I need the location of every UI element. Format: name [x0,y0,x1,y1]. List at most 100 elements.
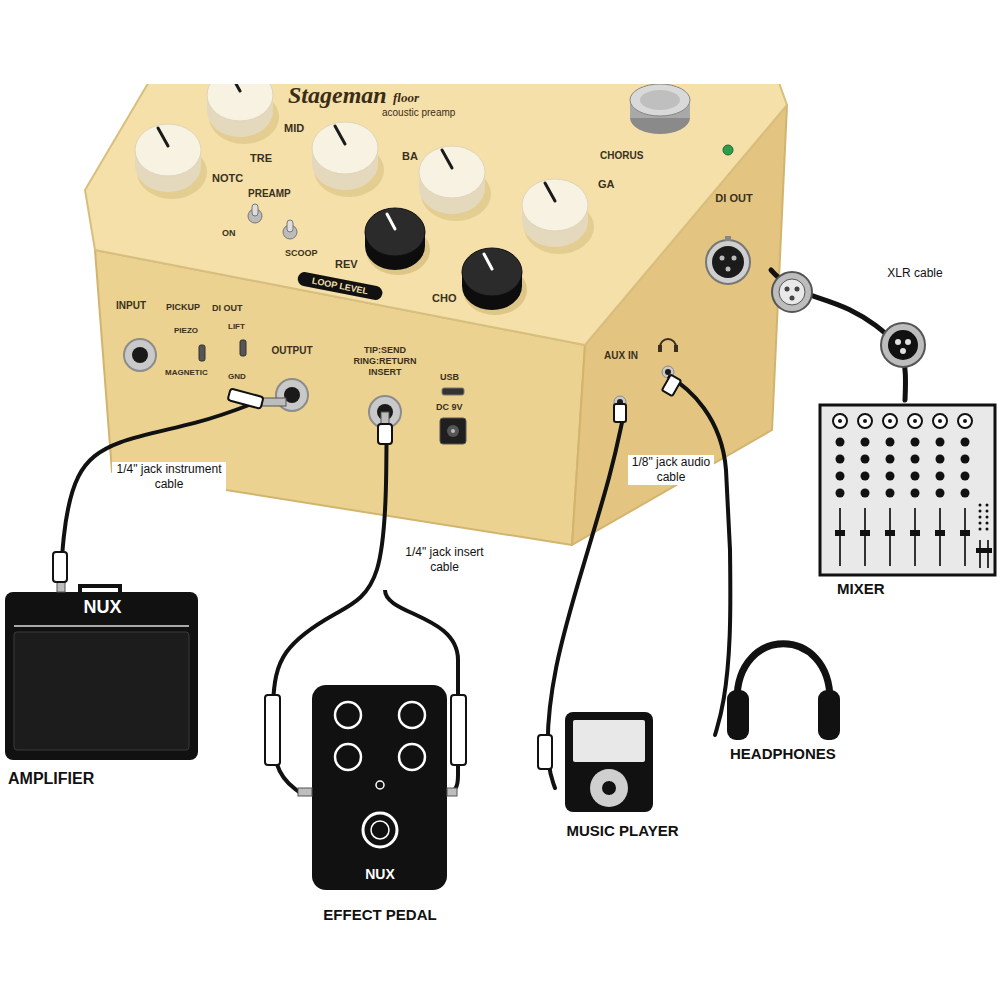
xlr-socket [725,236,731,241]
panel-label: DI OUT [212,303,243,313]
amplifier-drawing [80,586,120,592]
panel-label: MAGNETIC [165,368,208,377]
mixer-drawing [979,540,981,568]
aux-in-jack: AUX IN [596,350,649,420]
effect-pedal-drawing [335,744,361,770]
headphone-icon [674,345,678,352]
node-text: AMPLIFIER [8,770,94,788]
jack-plug [447,695,466,796]
panel-label: REV [335,258,358,271]
toggle-switch [283,220,297,239]
xlr-plug [772,272,812,312]
node-text: OUTPUT [262,345,322,357]
usb-port [442,388,464,395]
xlr-plug [905,339,911,345]
cable [272,445,386,793]
headphones-drawing [737,644,830,700]
preamp-pedal [85,84,787,345]
effect-pedal-drawing [371,821,389,839]
knob [135,124,207,199]
xlr-plug [772,272,812,312]
jack-plug [228,388,264,408]
knob [419,146,491,221]
mixer-drawing [979,510,982,513]
footswitch [630,84,690,116]
jack-plug [378,424,392,444]
headphone-icon [658,339,678,352]
cable [61,400,262,590]
cable-label: 1/4" jack insert cable [395,545,494,575]
jack-plug [53,552,67,582]
xlr-plug [779,279,805,305]
cable-label: 1/4" jack instrument cable [112,462,226,492]
mixer-drawing [858,414,872,566]
mixer-drawing [976,548,984,553]
xlr-socket [720,256,725,261]
music-player-drawing [590,769,628,807]
jack-plug [451,695,466,765]
headphones-drawing [818,690,840,740]
effect-pedal-drawing [312,685,447,890]
node-text: TIP:SEND RING:RETURN INSERT [345,345,425,377]
node-text: HEADPHONES [730,745,836,762]
input-jack [124,339,156,371]
knob-label-plate: LOOP LEVEL [296,271,383,301]
power-jack [447,425,459,437]
panel-label: TRE [250,152,272,165]
xlr-socket [726,267,731,272]
knob [419,146,485,198]
panel-label: DC 9V [436,402,463,412]
mixer-drawing [979,522,982,525]
knob [522,179,594,254]
amplifier-drawing [14,632,189,750]
xlr-socket [712,246,744,278]
mini-jack-plug [614,404,626,422]
toggle-switch [287,220,293,232]
xlr-plug [888,330,918,360]
panel-label: CHORUS [600,150,643,162]
node-text: MUSIC PLAYER [555,822,690,839]
knob [158,128,168,146]
mixer-drawing [979,516,982,519]
black-knob [365,208,425,256]
output-jack: OUTPUT [262,345,325,420]
status-led [723,145,733,155]
cable-label: 1/8" jack audio cable [628,455,714,485]
black-knob [462,248,527,315]
effect-pedal-drawing [335,702,361,728]
footswitch [630,84,690,134]
knob [312,122,378,174]
ground-lift-switch [240,340,246,356]
mixer-drawing [986,522,989,525]
panel-label: NOTC [212,172,243,185]
panel-label: PREAMP [248,188,291,200]
panel-label: PICKUP [166,302,200,312]
mixer-drawing [908,414,922,566]
power-jack [451,429,455,433]
node-text: AUX IN [596,350,646,362]
node-text: EFFECT PEDAL [300,906,460,923]
jack-plug [265,695,280,765]
knob [442,150,452,168]
black-knob [462,248,522,296]
mixer-drawing [979,528,982,531]
panel-label: USB [440,372,459,382]
panel-label: GA [598,178,615,191]
headphones-drawing [727,644,840,740]
knob [522,179,588,231]
panel-label: GND [228,372,246,381]
effect-pedal-drawing [376,781,384,789]
node-text: DI OUT [700,192,768,205]
mixer: MIXER [815,400,998,615]
jack-plug [262,398,286,406]
jack-plug [57,582,65,592]
panel-label: INPUT [116,300,146,312]
node-text: NUX [5,597,200,618]
panel-label: LIFT [228,322,245,331]
node-text: acoustic preamp [382,107,455,119]
jack-plug [378,412,392,444]
